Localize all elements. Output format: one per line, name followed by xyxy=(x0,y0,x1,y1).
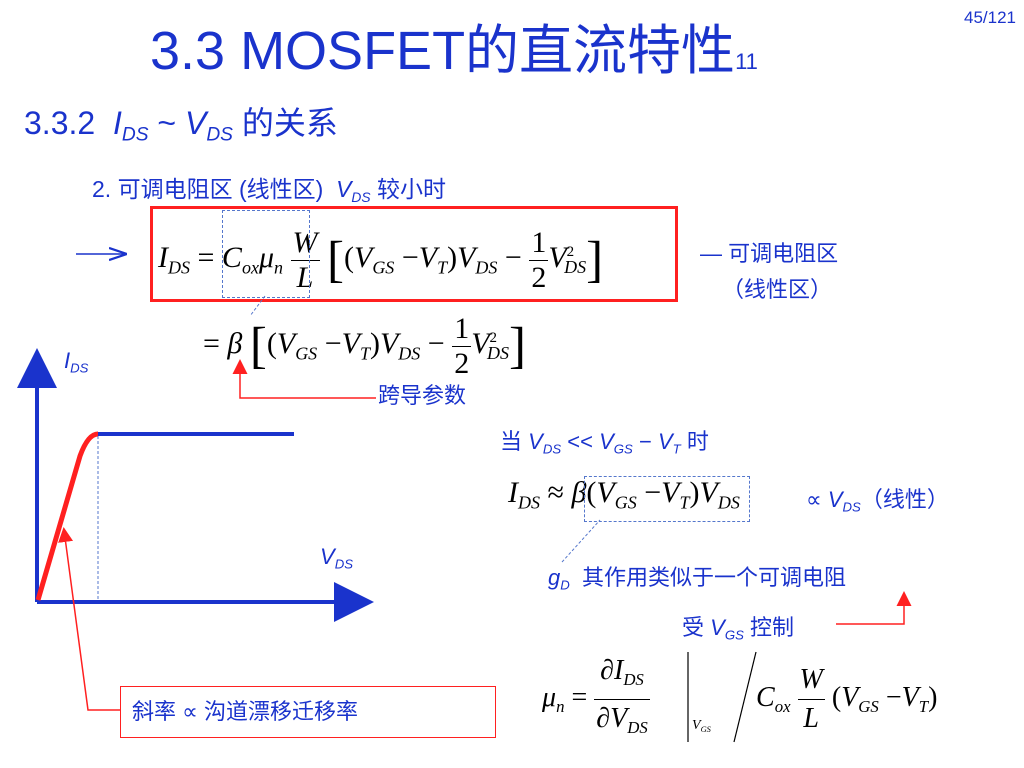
controlled-pointer xyxy=(836,591,912,625)
slope-box xyxy=(120,686,496,738)
page-title: 3.3 MOSFET的直流特性11 xyxy=(150,21,758,81)
gd-label: gD 其作用类似于一个可调电阻 xyxy=(548,565,847,593)
gd-dashed-box xyxy=(584,476,750,522)
section-heading: 3.3.2 IDS ~ VDS 的关系 xyxy=(24,105,338,146)
gd-pointer xyxy=(561,519,601,563)
region-label-2: （线性区） xyxy=(722,277,833,302)
page-number: 45/121 xyxy=(964,8,1016,27)
region-label: — 可调电阻区 xyxy=(700,241,839,266)
linear-region-curve xyxy=(35,431,99,601)
axis-label-vds: VDS xyxy=(320,544,354,572)
mobility-condition: VGS xyxy=(692,718,711,734)
transconductance-label: 跨导参数 xyxy=(378,383,467,408)
mobility-equation: μn = ∂IDS∂VDS xyxy=(542,652,650,744)
sub-heading: 2. 可调电阻区 (线性区) VDS 较小时 xyxy=(92,176,446,205)
linear-proportional: ∝ VDS（线性） xyxy=(806,487,949,515)
beta-link xyxy=(249,295,266,317)
axis-label-ids: IDS xyxy=(64,348,89,376)
approx-equation: IDS ≈ β(VGS −VT)VDS xyxy=(508,476,740,513)
slope-label: 斜率 ∝ 沟道漂移迁移率 xyxy=(132,699,358,724)
condition-line: 当 VDS << VGS − VT 时 xyxy=(500,429,709,457)
transconductance-pointer xyxy=(232,359,376,399)
main-equation-box xyxy=(150,206,678,302)
controlled-label: 受 VGS 控制 xyxy=(682,615,795,643)
divide-slash xyxy=(733,651,757,743)
cox-mun-dashed-box xyxy=(222,210,310,298)
title-suffix: 11 xyxy=(735,49,758,74)
slope-pointer xyxy=(58,527,120,711)
